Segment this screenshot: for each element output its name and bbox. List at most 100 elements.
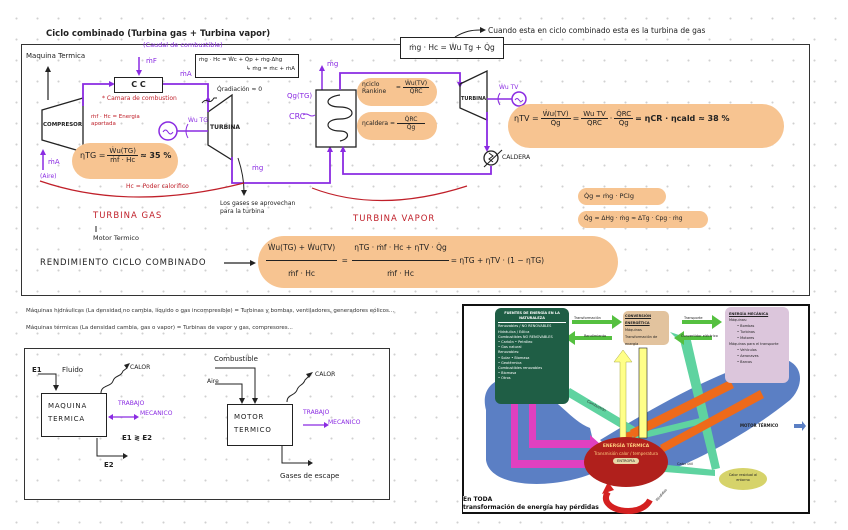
mechanical-energy-title: ENERGÍA MECÁNICA [729,312,769,316]
combustion-chamber-box: C C [114,77,163,93]
arrow-label-transporte: Transporte [684,316,703,320]
mechanical-energy-line: • Turbinas [737,330,755,334]
arrow-label-transformacion: Transformación [574,316,601,320]
turbina-gas-label: TURBINA GAS [93,211,163,221]
eta-tv-f3-numerator: Q̇RC [614,110,634,119]
mechanical-energy-box: ENERGÍA MECÁNICA Máquinas: • Bombas • Tu… [725,307,789,383]
eta-caldera-denominator: Q̇g [406,124,416,131]
compressor-label: COMPRESOR [43,122,83,128]
caldera-efficiency-highlight [357,112,437,140]
eta-caldera-numerator: Q̇RC [397,116,426,124]
thermal-energy-subtitle: Transmisión calor / temperatura [594,451,658,456]
losses-note-line1: En TODA [463,496,493,503]
energy-balance-line2: ↳ ṁg = ṁc + ṁA [246,66,295,72]
energia-aportada-label: ṁf · Hc = Energia aportada [91,114,140,127]
trabajo-1-line2: MECANICO [140,410,173,417]
eta-rankine-denominator: Q̇RC [409,88,423,95]
mechanical-energy-line: • Motores [737,336,755,340]
eta-tv-fraction-1: Ẇu(TV) Q̇g [540,110,571,127]
note-maquinas-hidraulicas: Máquinas hidráulicas (La densidad no cam… [26,308,395,314]
combined-f1-denominator: ṁf · Hc [288,269,316,278]
note-maquinas-termicas: Máquinas térmicas (La densidad cambia, g… [26,325,293,331]
energy-sources-line: • Carbón • Petróleo [498,340,533,345]
ma-top-label: ṁA [180,70,192,78]
thermal-energy-title: ENERGÍA TÉRMICA [602,444,650,449]
eta-tv-result: = ηCR · ηcald ≈ 38 % [635,114,730,123]
losses-note-line2: transformación de energía hay pérdidas [463,504,599,511]
trabajo-mecanico-2: TRABAJO MECANICO [303,408,360,428]
mechanical-energy-line: • Barcos [737,360,752,364]
eta-tv-f3-denominator: Q̇g [618,119,629,127]
eta-tv-f1-numerator: Ẇu(TV) [540,110,571,119]
eta-tv-fraction-3: Q̇RC Q̇g [614,110,634,127]
gases-note: Los gases se aprovechan para la turbina [220,200,295,216]
eta-tv-f1-denominator: Q̇g [550,119,561,127]
combined-f2-numerator: ηTG · ṁf · Hc + ηTV · Q̇g [352,243,449,261]
motor-termico-label: Motor Termico [93,234,139,242]
energy-sources-line: Combustibles renovables [498,366,543,371]
eta-tv-f2-denominator: Q̇RC [587,119,602,127]
aire-note-label: (Aire) [40,173,57,180]
mechanical-energy-line: • Vehículos [737,348,757,352]
rendimiento-combinado-label: RENDIMIENTO CICLO COMBINADO [40,258,207,268]
eta-tv-f2-numerator: Wu TV [581,110,608,119]
energy-balance-box-left: ṁg · Hc = Ẇc + Q̇p + ṁg·Δhg ↳ ṁg = ṁc + … [195,54,299,78]
hc-note: Hc = Poder calorifico [126,183,189,190]
motor-box-line2: TERMICO [234,426,272,434]
energy-sources-line: Renovables / NO RENOVABLES [498,324,552,329]
mg-out-label: ṁg [327,60,339,68]
qg-eq1-highlight [578,188,666,205]
arrow-label-rendimiento: Rendimiento [584,334,607,338]
trabajo-2-line2: MECANICO [328,419,361,426]
residual-heat-ellipse: Calor residual al entorno [719,468,767,490]
mechanical-energy-line: Máquinas: [729,318,747,322]
energy-balance-box-right: ṁg · Hc = Ẇu Tg + Q̇g [400,37,504,59]
eta-tv-fraction-2: Wu TV Q̇RC [581,110,608,127]
w-tg-label: Ẇu TG [188,117,208,124]
mg-label: ṁg [252,164,264,172]
q-radiacion-label: Q̇radiación ≈ 0 [217,86,263,93]
gases-note-line1: Los gases se aprovechan [220,200,296,207]
turbina-vapor-label: TURBINA VAPOR [353,214,436,224]
trabajo-mecanico-1: TRABAJO MECANICO [118,399,172,419]
eta-tg-symbol: ηTG [80,151,97,160]
energy-sources-box: FUENTES DE ENERGÍA EN LA NATURALEZA Reno… [495,308,569,404]
gas-efficiency-highlight [72,143,178,179]
gas-efficiency-formula: ηTG = Ẇu(TG) ṁf · Hc ≈ 35 % [80,147,172,164]
mechanical-energy-line: • Bombas [737,324,755,328]
ma-bottom-label: ṁA [48,158,60,166]
vapor-efficiency-formula: ηTV = Ẇu(TV) Q̇g = Wu TV Q̇RC · Q̇RC Q̇g… [514,110,730,127]
entropy-tag: ENTROPÍA [613,458,639,464]
energy-sources-line: Renovables: [498,350,520,355]
maquina-box-line1: MAQUINA [48,402,88,410]
mechanical-energy-line: Máquinas para el transporte [729,342,779,346]
calor-label-1: CALOR [130,364,151,371]
thermal-energy-ellipse: ENERGÍA TÉRMICA Transmisión calor / temp… [584,437,668,487]
rankine-efficiency-highlight [357,78,437,106]
energy-sources-line: • Solar • Biomasa [498,355,530,360]
combined-f1-numerator: Ẇu(TG) + Ẇu(TV) [266,243,338,261]
combustible-label: Combustible [214,355,258,363]
eta-tv-symbol: ηTV [514,114,530,123]
combined-f2-denominator: ṁf · Hc [387,269,414,278]
mechanical-energy-line: • Aeronaves [737,354,759,358]
trabajo-2-line1: TRABAJO [303,409,330,416]
steam-turbine-label: TURBINA [461,96,487,102]
eta-tg-value: ≈ 35 % [139,151,172,160]
caldera-label: CALDERA [502,154,531,161]
caldera-efficiency-formula: ηcaldera = Q̇RC Q̇g [362,116,427,131]
energy-conversion-box: CONVERSIÓN ENERGÉTICA Máquinas Transform… [623,311,669,346]
mf-label: ṁF [146,57,157,65]
energy-sources-title: FUENTES DE ENERGÍA EN LA NATURALEZA [498,311,566,324]
energy-conversion-line: Máquinas [625,328,642,332]
c-rc-label: CRC [289,112,306,121]
e1-label: E1 [32,366,42,374]
eta-rankine-numerator: Ẇu(TV) [402,80,430,88]
combined-fraction-1: Ẇu(TG) + Ẇu(TV) ṁf · Hc [266,243,338,278]
energy-sources-line: • Otros [498,376,511,381]
page-title: Ciclo combinado (Turbina gas + Turbina v… [46,29,271,39]
energy-sources-line: • Geotérmica [498,360,522,365]
energy-sources-line: • Biomasa [498,371,517,376]
eta-tg-denominator: ṁf · Hc [110,156,136,164]
note-combined-cycle: Cuando esta en ciclo combinado esta es l… [488,26,706,35]
